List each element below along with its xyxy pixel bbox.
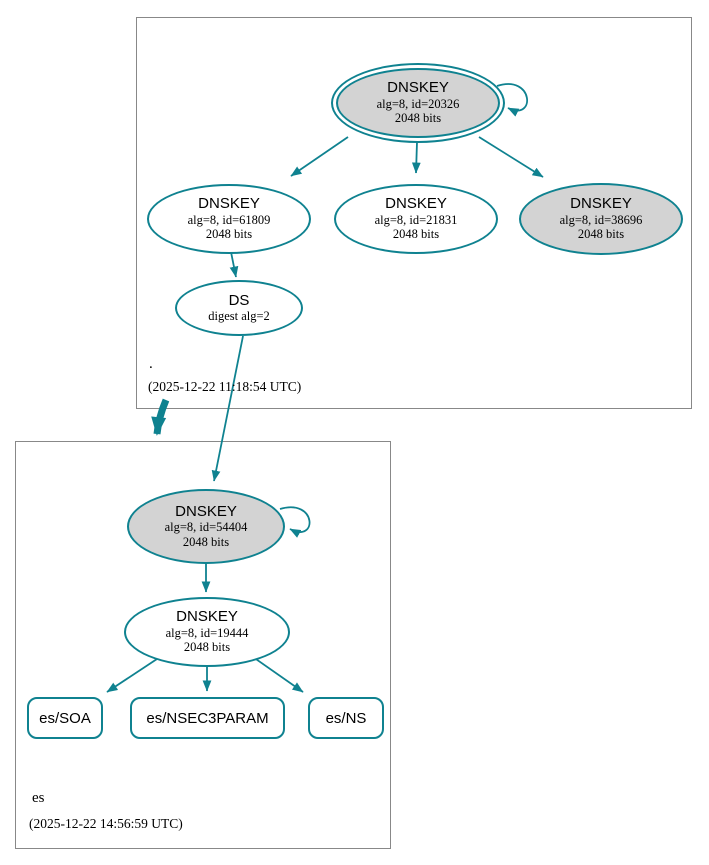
node-title: DNSKEY bbox=[385, 195, 447, 213]
edge-es-zsk-to-ns bbox=[252, 656, 304, 693]
edge-root-ksk-to-ksk38696 bbox=[478, 136, 544, 178]
zone-label-root: . bbox=[149, 356, 153, 372]
node-es-dnskey-54404[interactable]: DNSKEY alg=8, id=54404 2048 bits bbox=[127, 489, 285, 564]
edge-root-ksk-to-zsk61809 bbox=[290, 136, 349, 177]
node-detail: 2048 bits bbox=[392, 227, 440, 242]
node-detail: 2048 bits bbox=[577, 227, 625, 242]
edge-root-ksk-to-zsk21831 bbox=[411, 141, 421, 174]
zone-timestamp-es: (2025-12-22 14:56:59 UTC) bbox=[29, 816, 183, 831]
node-detail: alg=8, id=54404 bbox=[164, 520, 248, 535]
edge-es-ksk-selfloop bbox=[279, 506, 311, 538]
node-title: DNSKEY bbox=[176, 608, 238, 626]
edge-root-zone-to-es-zone bbox=[151, 398, 170, 436]
node-root-dnskey-38696[interactable]: DNSKEY alg=8, id=38696 2048 bits bbox=[519, 183, 683, 255]
node-root-dnskey-61809[interactable]: DNSKEY alg=8, id=61809 2048 bits bbox=[147, 184, 311, 254]
node-detail: alg=8, id=61809 bbox=[187, 212, 271, 227]
zone-label-es: es bbox=[32, 790, 45, 806]
node-root-dnskey-20326[interactable]: DNSKEY alg=8, id=20326 2048 bits bbox=[331, 63, 505, 143]
node-es-nsec3param[interactable]: es/NSEC3PARAM bbox=[130, 697, 285, 739]
node-detail: alg=8, id=38696 bbox=[559, 212, 643, 227]
node-detail: 2048 bits bbox=[182, 534, 230, 549]
node-root-ds[interactable]: DS digest alg=2 bbox=[175, 280, 303, 336]
node-es-ns[interactable]: es/NS bbox=[308, 697, 384, 739]
edge-ds-to-es-ksk bbox=[211, 335, 244, 482]
node-detail: alg=8, id=21831 bbox=[374, 212, 458, 227]
node-title: DNSKEY bbox=[198, 195, 260, 213]
node-title: DNSKEY bbox=[387, 79, 449, 97]
node-detail: 2048 bits bbox=[205, 227, 253, 242]
node-title: DS bbox=[228, 291, 250, 309]
node-detail: alg=8, id=19444 bbox=[165, 625, 249, 640]
node-detail: 2048 bits bbox=[394, 111, 442, 126]
zone-timestamp-root: (2025-12-22 11:18:54 UTC) bbox=[148, 379, 302, 394]
edge-root-ksk-selfloop bbox=[496, 83, 529, 117]
edge-es-zsk-to-soa bbox=[106, 656, 161, 693]
node-root-dnskey-21831[interactable]: DNSKEY alg=8, id=21831 2048 bits bbox=[334, 184, 498, 254]
node-detail: 2048 bits bbox=[183, 640, 231, 655]
node-es-soa[interactable]: es/SOA bbox=[27, 697, 103, 739]
node-detail: digest alg=2 bbox=[208, 309, 270, 324]
edge-zsk61809-to-ds bbox=[229, 251, 239, 278]
node-es-dnskey-19444[interactable]: DNSKEY alg=8, id=19444 2048 bits bbox=[124, 597, 290, 667]
node-root-dnskey-20326-inner: DNSKEY alg=8, id=20326 2048 bits bbox=[336, 68, 500, 138]
node-detail: alg=8, id=20326 bbox=[376, 96, 460, 111]
node-title: DNSKEY bbox=[570, 195, 632, 213]
node-title: DNSKEY bbox=[175, 502, 237, 520]
